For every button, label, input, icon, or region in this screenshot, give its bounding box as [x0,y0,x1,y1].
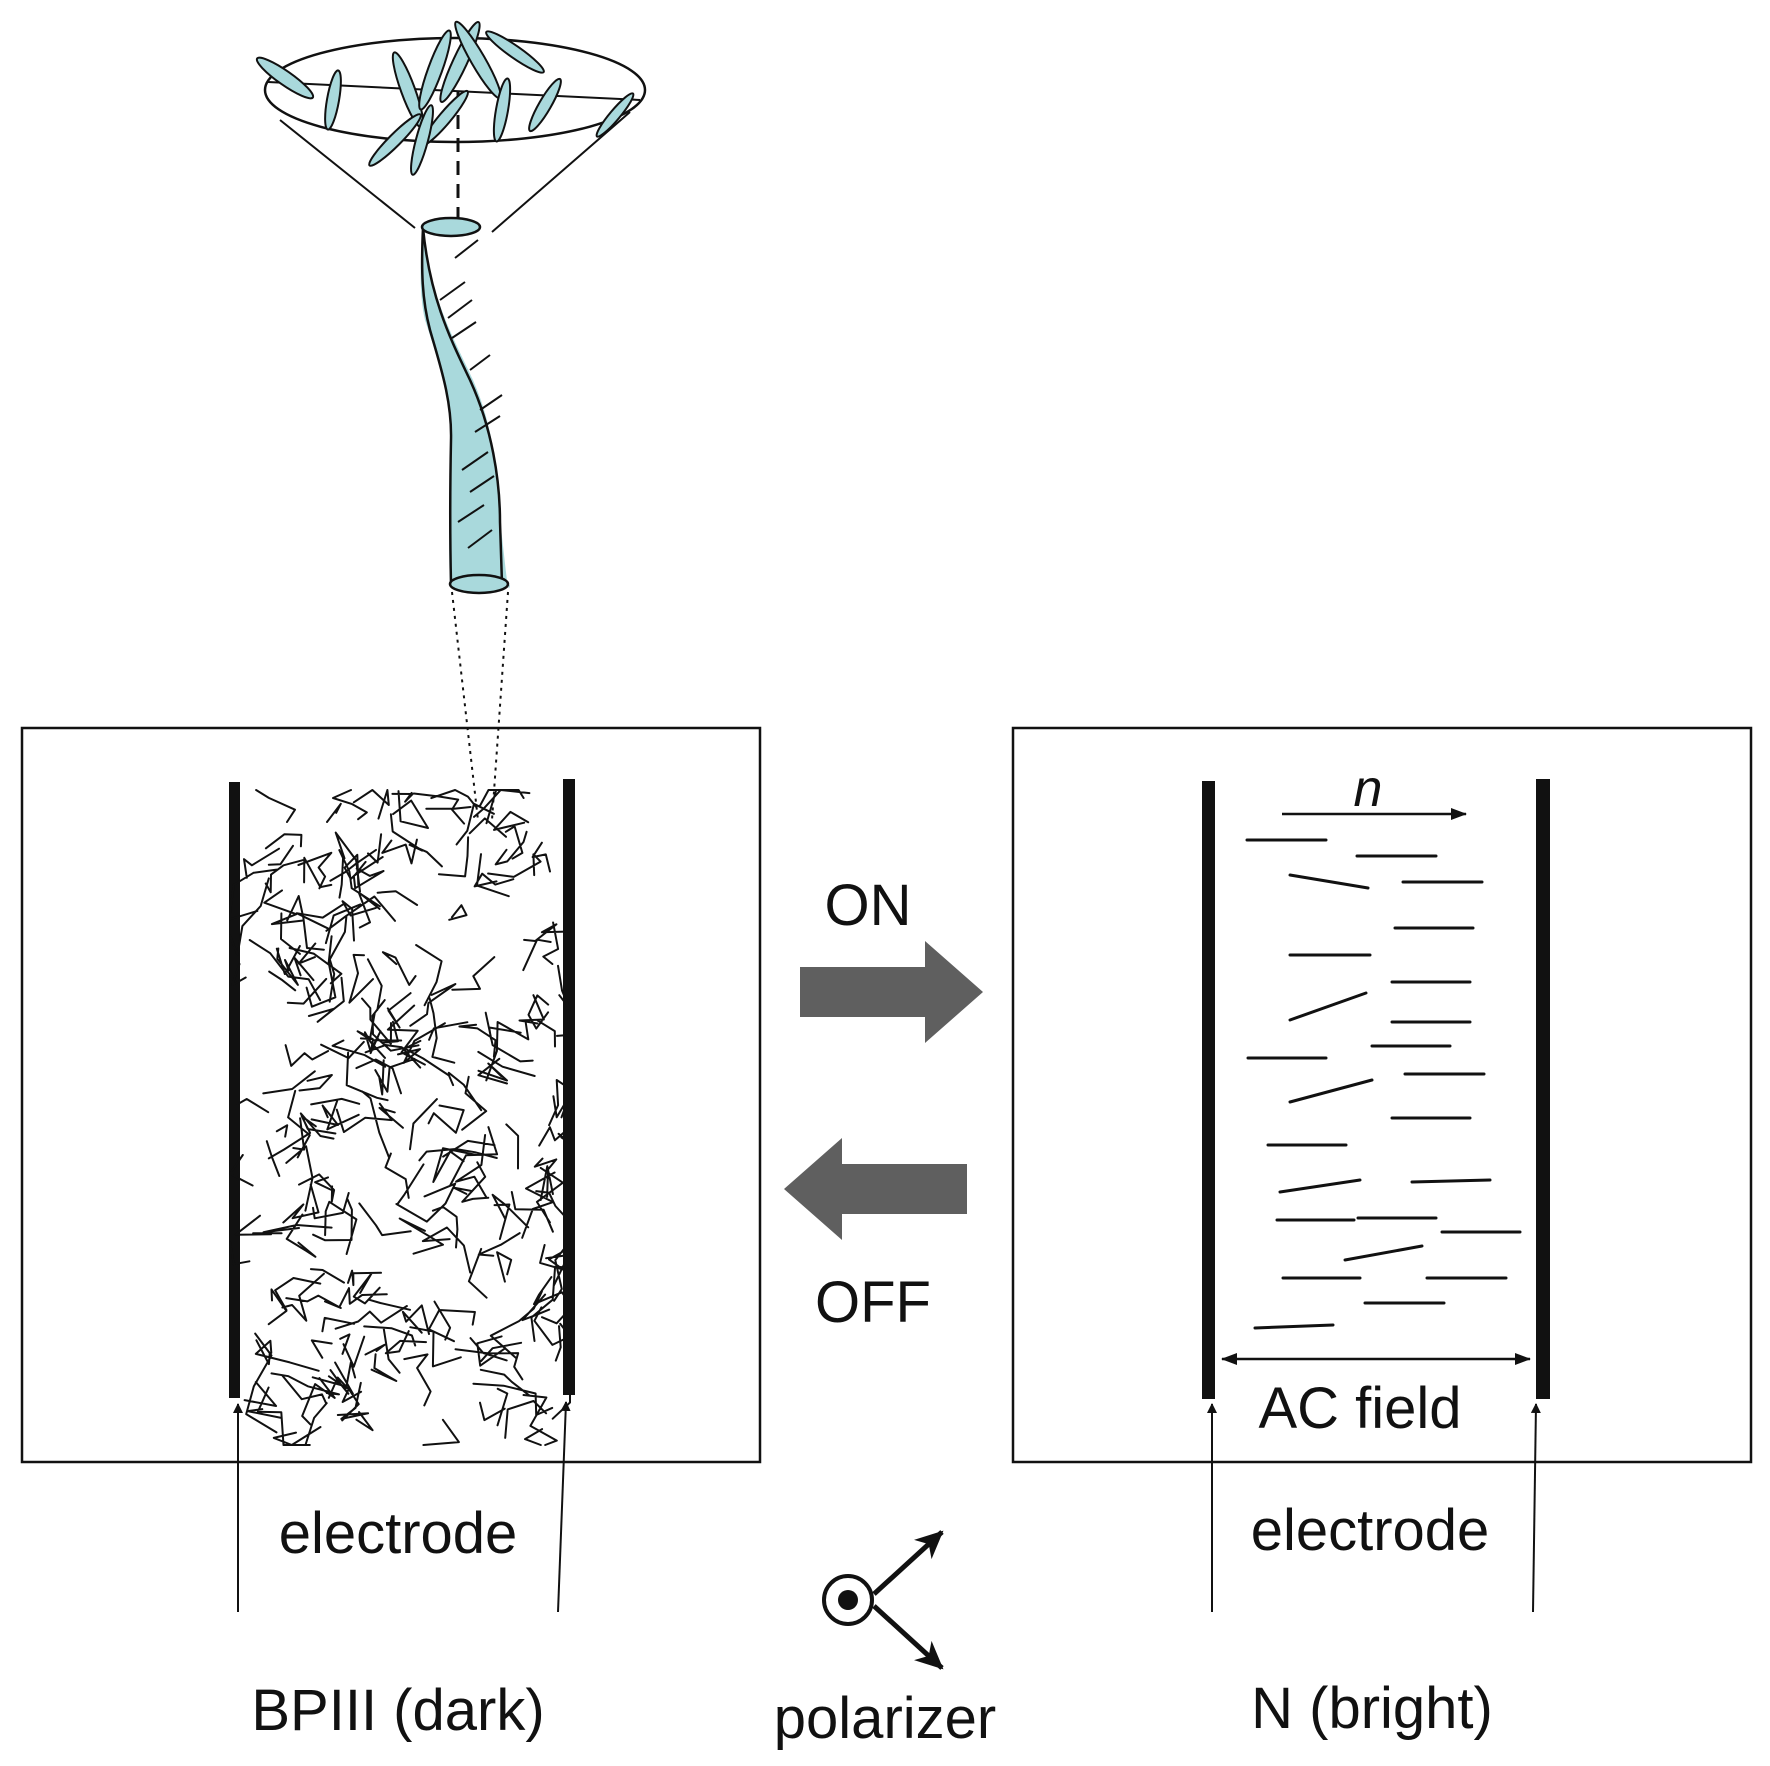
electrode-label-right: electrode [1251,1498,1490,1563]
left-electrode-a [229,782,240,1398]
aligned-molecules [1245,838,1522,1330]
on-label: ON [825,873,912,938]
electrode-label-left: electrode [279,1501,518,1566]
disclination-lines [229,789,571,1446]
nematic-cell: n [1011,726,1753,1464]
off-label: OFF [815,1270,931,1335]
disclination-tube-illustration [255,20,647,821]
molecule-disc [263,36,647,144]
switch-arrows: ON OFF [784,873,983,1335]
bpiii-cell [20,726,762,1464]
polarizer-label: polarizer [774,1686,996,1751]
electrode-pointers [233,1401,1541,1613]
nematic-cell-frame [1011,726,1753,1464]
disclination-network [229,789,571,1446]
bpiii-cell-frame [20,726,762,1464]
disclination-tube [420,225,510,589]
nematic-state-label: N (bright) [1251,1676,1493,1741]
director-label: n [1354,760,1383,818]
molecule-ellipses [255,20,635,176]
on-arrow [800,941,983,1043]
bpiii-state-label: BPIII (dark) [251,1678,544,1743]
off-arrow [784,1138,967,1240]
polarizer-symbol-icon [822,1530,944,1670]
right-electrode-b [1536,779,1550,1399]
ac-field-label: AC field [1258,1376,1461,1441]
right-electrode-a [1202,781,1215,1399]
